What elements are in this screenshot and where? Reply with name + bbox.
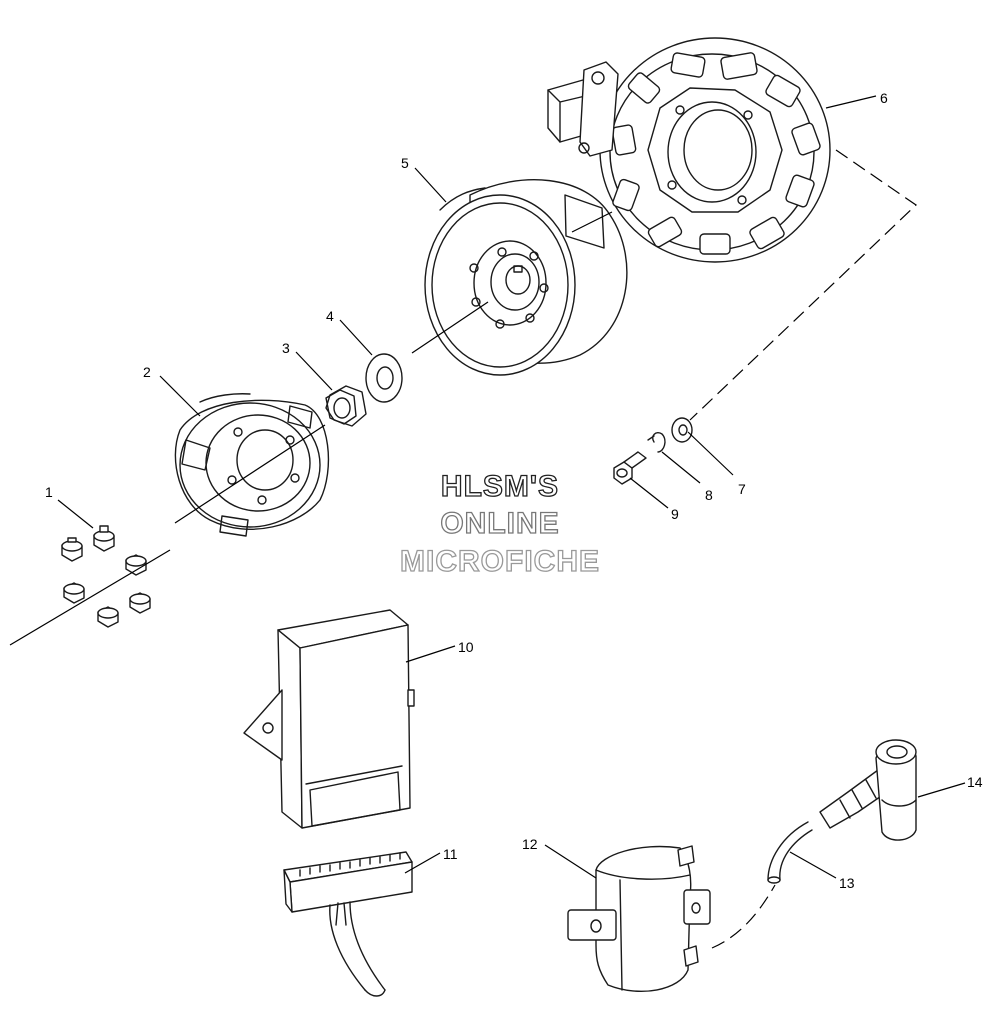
watermark-line-3: MICROFICHE <box>399 544 600 578</box>
callout-3: 3 <box>282 340 290 356</box>
part-6-stator <box>547 37 831 263</box>
part-11-connector <box>283 851 413 997</box>
part-9-screw <box>613 451 647 485</box>
watermark-line-2: ONLINE <box>440 506 560 540</box>
leader-lines <box>57 95 966 879</box>
callout-11: 11 <box>443 846 458 862</box>
part-4-washer <box>365 353 403 403</box>
part-8-lock-washer <box>647 432 666 453</box>
callout-14: 14 <box>967 774 983 790</box>
callout-7: 7 <box>738 481 746 497</box>
assembly-axis <box>9 149 917 949</box>
callout-13: 13 <box>839 875 855 891</box>
part-14-plug-cap <box>819 739 917 841</box>
watermark-line-1: HLSM'S <box>440 469 560 503</box>
callout-6: 6 <box>880 90 888 106</box>
callout-5: 5 <box>401 155 409 171</box>
callout-12: 12 <box>522 836 538 852</box>
part-3-nut <box>325 385 367 427</box>
part-13-ht-lead <box>767 821 813 884</box>
callout-1: 1 <box>45 484 53 500</box>
part-5-flywheel <box>424 179 628 376</box>
part-10-cdi-box <box>243 609 415 829</box>
callout-10: 10 <box>458 639 474 655</box>
callout-8: 8 <box>705 487 713 503</box>
part-12-ignition-coil <box>567 845 711 992</box>
callout-2: 2 <box>143 364 151 380</box>
callout-labels: 1 2 3 4 5 6 7 8 9 10 11 12 13 14 <box>45 90 983 891</box>
part-7-washer <box>671 417 693 443</box>
callout-4: 4 <box>326 308 334 324</box>
part-1-bolts <box>61 525 151 628</box>
callout-9: 9 <box>671 506 679 522</box>
